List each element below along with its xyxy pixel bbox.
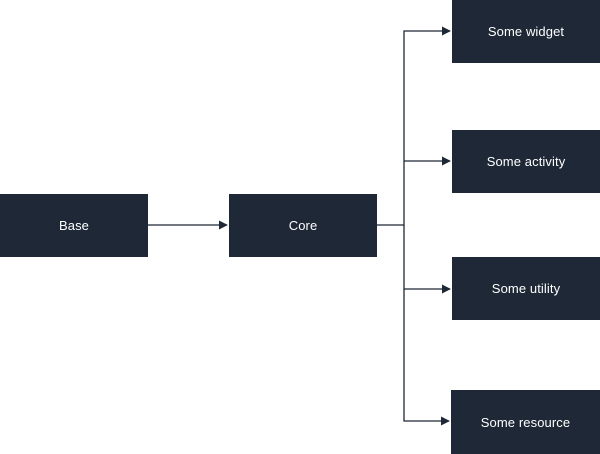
node-some-activity: Some activity (452, 130, 600, 193)
node-some-utility-label: Some utility (491, 281, 561, 296)
node-base: Base (0, 194, 148, 257)
edge-core-to-utility (403, 225, 451, 294)
edge-core-to-resource (403, 289, 450, 426)
node-some-resource-label: Some resource (480, 414, 571, 430)
node-core-label: Core (288, 218, 318, 233)
node-some-utility: Some utility (452, 257, 600, 320)
node-some-widget: Some widget (452, 0, 600, 63)
node-some-widget-label: Some widget (487, 24, 565, 39)
node-some-activity-label: Some activity (486, 154, 566, 169)
node-some-resource: Some resource (451, 390, 600, 454)
edge-core-to-widget (377, 26, 451, 226)
node-core: Core (229, 194, 377, 257)
node-base-label: Base (58, 218, 90, 233)
